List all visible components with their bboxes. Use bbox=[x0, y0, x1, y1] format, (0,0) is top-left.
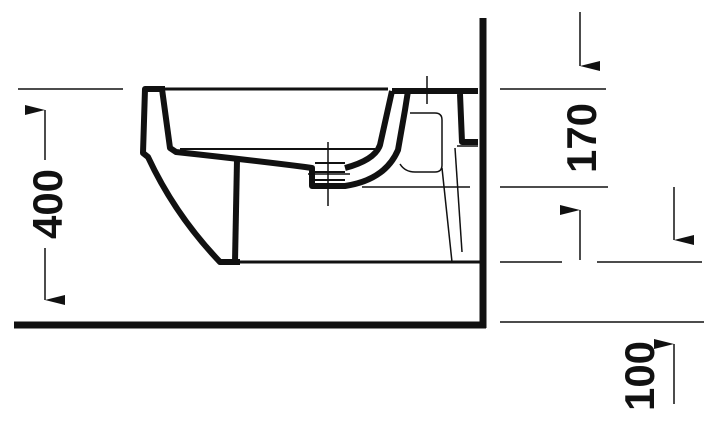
rear-taper-2 bbox=[454, 147, 463, 253]
front-support bbox=[232, 159, 240, 263]
front-shell bbox=[140, 86, 240, 265]
dimension-label-400: 400 bbox=[24, 169, 71, 239]
dimension-label-100: 100 bbox=[616, 341, 663, 411]
rear-taper-1 bbox=[441, 167, 453, 263]
dimension-400 bbox=[18, 88, 123, 305]
inner-cavity bbox=[399, 112, 443, 173]
dimension-100 bbox=[500, 187, 704, 404]
outlet-spigot bbox=[309, 90, 411, 189]
rear-bracket bbox=[457, 93, 478, 145]
bidet-outline bbox=[140, 86, 480, 265]
bowl-front-wall bbox=[159, 88, 315, 181]
bowl-back-wall bbox=[344, 90, 395, 171]
dimension-170 bbox=[500, 12, 608, 260]
dimension-label-170: 170 bbox=[558, 103, 605, 173]
center-marks bbox=[308, 76, 437, 206]
wall-and-floor bbox=[14, 18, 487, 329]
